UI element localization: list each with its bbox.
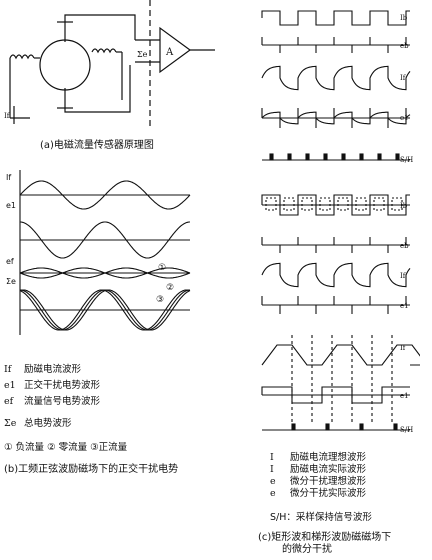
caption-b: (b)工频正弦波励磁场下的正交干扰电势 (4, 464, 179, 475)
trace-c-if-actual2 (261, 262, 411, 288)
trace-c-e1-decay (261, 111, 411, 125)
trace-sum-pos (19, 289, 191, 331)
sh-pulse-1 (287, 153, 292, 161)
label-c-7: If (400, 272, 407, 280)
label-c-2: If (400, 74, 407, 82)
label-c-11: S/H (400, 426, 413, 434)
ib-hatch-1 (283, 197, 295, 211)
trace-c-ib (261, 194, 410, 216)
trace-e1 (20, 221, 190, 259)
trace-ef-b (19, 267, 191, 279)
amp-label: A (165, 47, 174, 58)
sh-pulse-5 (359, 153, 364, 161)
sh-note: S/H：采样保持信号波形 (270, 512, 372, 523)
label-c-9: If (400, 344, 407, 352)
label-ef-b: ef (6, 257, 14, 266)
label-c-8: e1 (400, 302, 409, 310)
caption-c-2: 的微分干扰 (282, 544, 332, 555)
sh-pulse-2 (305, 153, 310, 161)
trace-c-e1-trap (261, 386, 410, 404)
mark-zero-flow: ② (166, 283, 175, 293)
sh-pulse-0 (269, 153, 274, 161)
ib-hatch-4 (337, 197, 349, 211)
trace-c-if-actual (261, 65, 411, 91)
caption-c-1: (c)矩形波和梯形波励磁磁场下 (258, 532, 392, 543)
caption-a: (a)电磁流量传感器原理图 (40, 140, 154, 151)
label-if-b: If (6, 173, 12, 182)
trace-c-if-trap (261, 344, 420, 366)
pipe-circle (39, 39, 91, 91)
sh2-pulse-3 (393, 423, 398, 431)
sh-pulse-7 (395, 153, 400, 161)
trace-c-if-ideal (261, 10, 410, 26)
sum-label: Σe (137, 50, 148, 59)
label-c-1: eb (400, 42, 409, 50)
sh-pulse-3 (323, 153, 328, 161)
ib-hatch-2 (301, 197, 313, 211)
ib-hatch-7 (391, 197, 403, 211)
ib-hatch-3 (319, 197, 331, 211)
label-se-b: Σe (6, 277, 16, 286)
ib-hatch-0 (265, 197, 277, 211)
sh-pulse-4 (341, 153, 346, 161)
mark-neg-flow: ① (158, 263, 167, 273)
label-c-6: eb (400, 242, 409, 250)
right-coil-icon (91, 48, 117, 54)
left-coil-icon (9, 54, 35, 60)
amplifier-icon (159, 26, 192, 74)
sh-pulse-6 (377, 153, 382, 161)
label-c-0: Ib (400, 14, 408, 22)
label-c-5: Ib (400, 202, 408, 210)
sh2-pulse-0 (291, 423, 296, 431)
ib-hatch-5 (355, 197, 367, 211)
sh2-pulse-2 (359, 423, 364, 431)
mark-pos-flow: ③ (156, 295, 165, 305)
label-c-4: S/H (400, 156, 413, 164)
flow-note: ① 负流量 ② 零流量 ③正流量 (4, 442, 128, 453)
label-e1-b: e1 (6, 201, 17, 210)
trace-if (19, 180, 191, 210)
current-label: If (4, 112, 11, 120)
sine-waveforms (19, 170, 191, 335)
flow-sensor-schematic: A Σe If (4, 0, 215, 130)
ib-hatch-6 (373, 197, 385, 211)
label-c-10: e1 (400, 392, 409, 400)
trace-sum-zero (19, 289, 191, 331)
label-c-3: e1 (400, 114, 409, 122)
sh2-pulse-1 (325, 423, 330, 431)
